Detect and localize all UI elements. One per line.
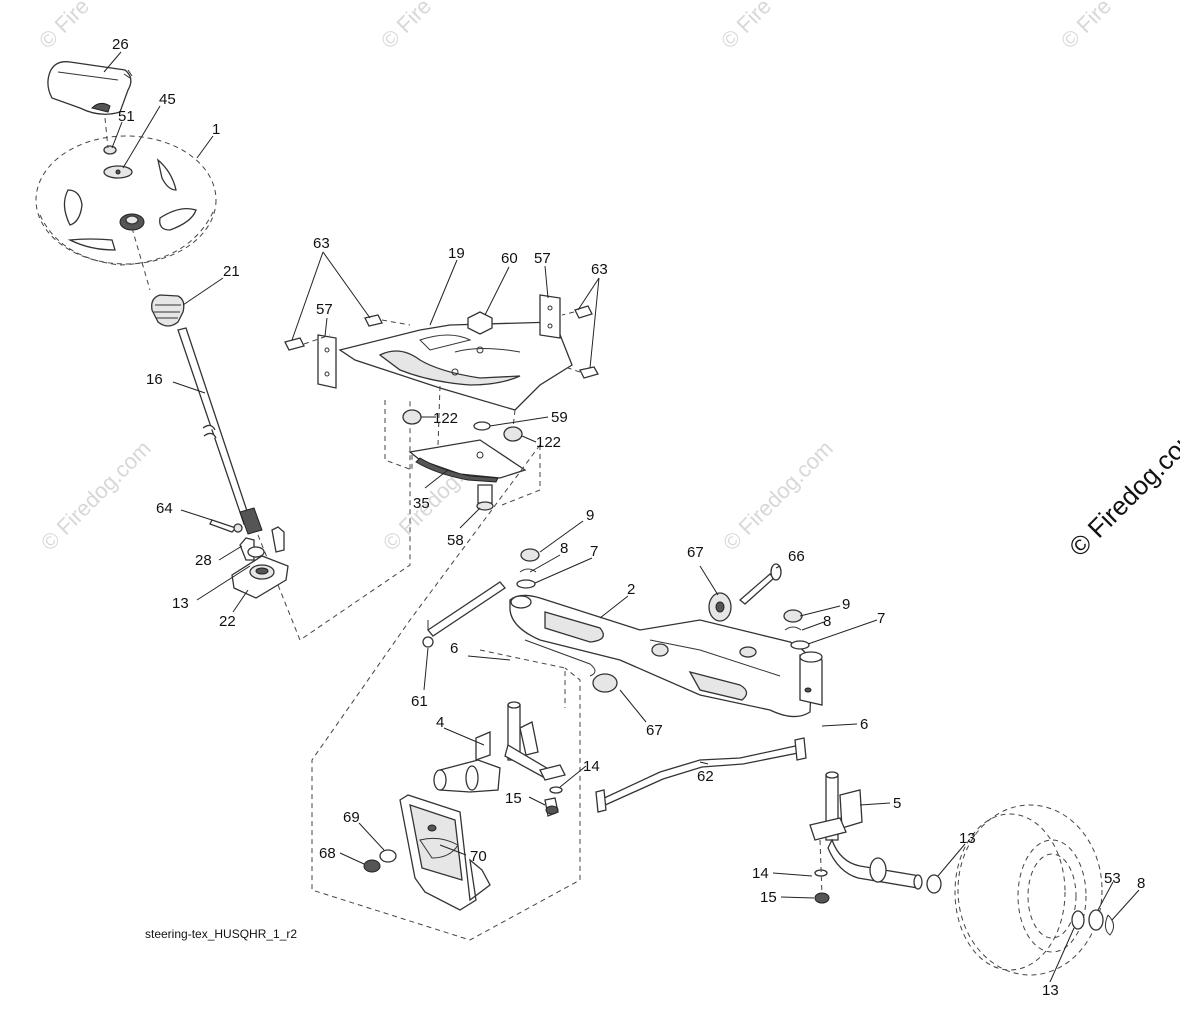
callout-labels: 26 45 51 1 21 16 64 28 13 22 63 19 60 57… (112, 36, 1145, 999)
front-axle (509, 594, 823, 718)
callout-15: 15 (760, 889, 777, 906)
right-spindle (809, 771, 923, 890)
callout-68: 68 (319, 845, 336, 862)
callout-6: 6 (860, 716, 868, 733)
steering-plate (363, 794, 491, 911)
callout-59: 59 (551, 409, 568, 426)
steering-cap (47, 61, 133, 115)
callout-69: 69 (343, 809, 360, 826)
flange-bearing (231, 526, 289, 599)
callout-14: 14 (583, 758, 600, 775)
callout-26: 26 (112, 36, 129, 53)
watermark-text: © Firedog.com (36, 436, 156, 556)
callout-64: 64 (156, 500, 173, 517)
callout-122: 122 (536, 434, 561, 451)
watermark-text: © Fire (34, 0, 94, 54)
callout-53: 53 (1104, 870, 1121, 887)
callout-122: 122 (433, 410, 458, 427)
callout-16: 16 (146, 371, 163, 388)
watermark-text: © Fire (376, 0, 436, 54)
axle-pivot-hardware-right (783, 609, 810, 650)
callout-7: 7 (877, 610, 885, 627)
pivot-bolt (592, 563, 782, 693)
callout-45: 45 (159, 91, 176, 108)
callout-19: 19 (448, 245, 465, 262)
callout-63: 63 (313, 235, 330, 252)
watermark-text: © Fire (1056, 0, 1116, 54)
callout-9: 9 (586, 507, 594, 524)
callout-22: 22 (219, 613, 236, 630)
callout-62: 62 (697, 768, 714, 785)
callout-35: 35 (413, 495, 430, 512)
callout-13: 13 (1042, 982, 1059, 999)
callout-57: 57 (534, 250, 551, 267)
callout-63: 63 (591, 261, 608, 278)
callout-7: 7 (590, 543, 598, 560)
callout-60: 60 (501, 250, 518, 267)
front-wheel (926, 804, 1114, 976)
callout-8: 8 (560, 540, 568, 557)
callout-15: 15 (505, 790, 522, 807)
watermark-group: © Fire © Fire © Fire © Fire © Firedog.co… (34, 0, 1180, 562)
watermark-text: © Firedog.com (1063, 420, 1180, 562)
spindle-hardware-right (814, 839, 830, 904)
watermark-text: © Fire (716, 0, 776, 54)
callout-70: 70 (470, 848, 487, 865)
callout-51: 51 (118, 108, 135, 125)
callout-21: 21 (223, 263, 240, 280)
callout-1: 1 (212, 121, 220, 138)
tie-rod (595, 737, 807, 813)
callout-57: 57 (316, 301, 333, 318)
callout-8: 8 (823, 613, 831, 630)
callout-58: 58 (447, 532, 464, 549)
callout-13: 13 (959, 830, 976, 847)
axle-pivot-hardware-left (516, 548, 540, 589)
callout-14: 14 (752, 865, 769, 882)
callout-5: 5 (893, 795, 901, 812)
steering-shaft (151, 294, 411, 641)
callout-6: 6 (450, 640, 458, 657)
callout-9: 9 (842, 596, 850, 613)
callout-28: 28 (195, 552, 212, 569)
callout-67: 67 (687, 544, 704, 561)
cotter-pin (209, 519, 243, 533)
left-spindle (433, 701, 566, 817)
diagram-caption: steering-tex_HUSQHR_1_r2 (145, 927, 297, 941)
sector-gear (384, 385, 541, 511)
callout-61: 61 (411, 693, 428, 710)
callout-13: 13 (172, 595, 189, 612)
watermark-text: © Firedog.com (718, 436, 838, 556)
drag-link-upper (422, 581, 506, 648)
callout-8: 8 (1137, 875, 1145, 892)
leader-lines (103, 51, 1140, 983)
callout-66: 66 (788, 548, 805, 565)
callout-4: 4 (436, 714, 444, 731)
spindle-hardware-left (549, 786, 563, 794)
sector-plate (284, 294, 599, 411)
callout-67: 67 (646, 722, 663, 739)
callout-2: 2 (627, 581, 635, 598)
steering-wheel (35, 135, 217, 266)
